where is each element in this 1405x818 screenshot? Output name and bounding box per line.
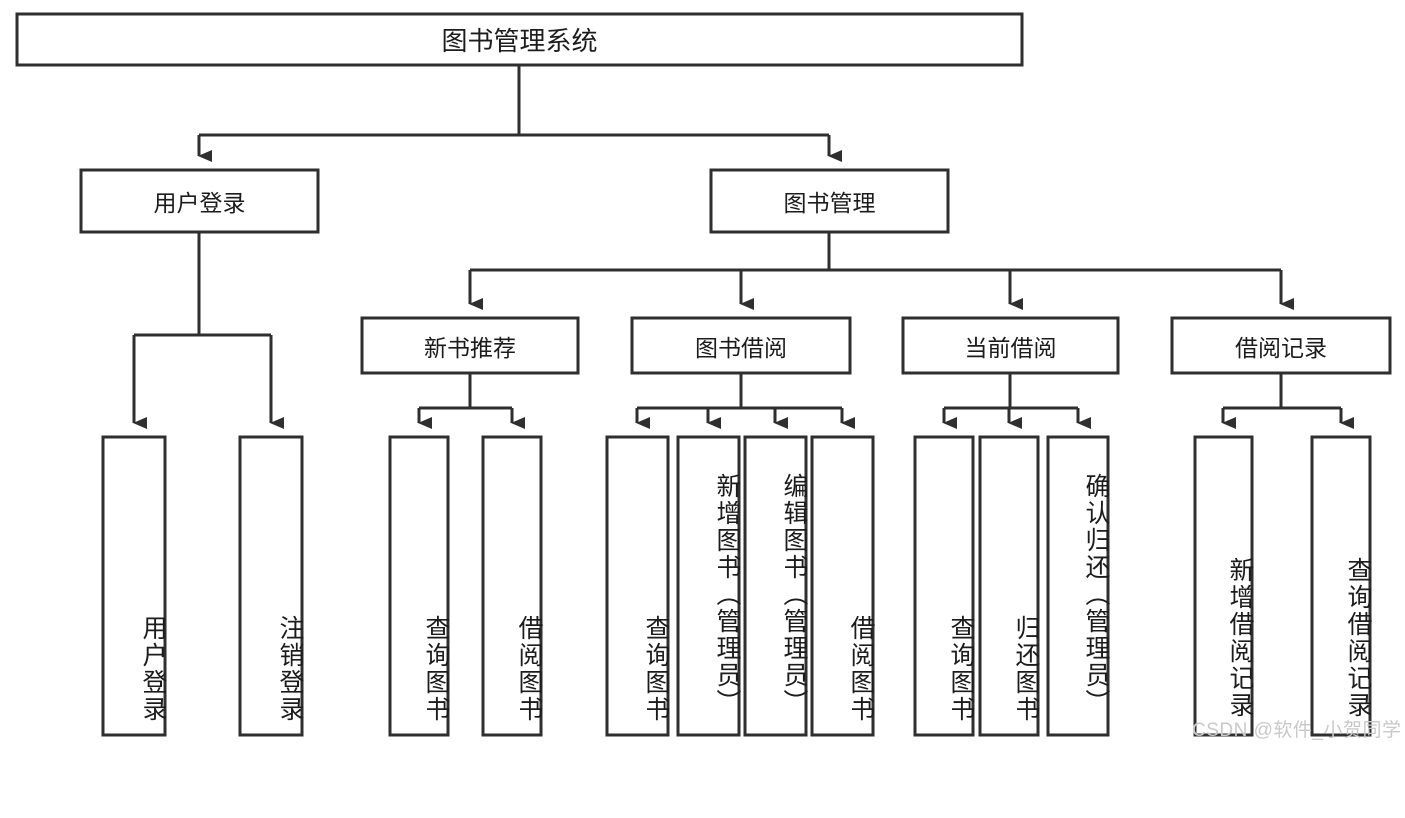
node-new-book-recommend[interactable] (360, 316, 580, 375)
node-book-borrow[interactable] (630, 316, 852, 375)
leaf-query-record[interactable] (1310, 435, 1372, 737)
leaf-logout[interactable] (238, 435, 304, 737)
leaf-return-book[interactable] (978, 435, 1040, 737)
leaf-confirm-return[interactable] (1046, 435, 1110, 737)
node-user-login[interactable] (79, 168, 320, 234)
node-borrow-record[interactable] (1170, 316, 1392, 375)
leaf-query-book-curr[interactable] (913, 435, 975, 737)
leaf-add-record[interactable] (1193, 435, 1254, 737)
node-root[interactable] (15, 12, 1024, 67)
leaf-query-book-borrow[interactable] (605, 435, 670, 737)
node-book-management[interactable] (709, 168, 950, 234)
leaf-user-login[interactable] (101, 435, 167, 737)
leaf-borrow-book[interactable] (810, 435, 875, 737)
node-current-borrow[interactable] (901, 316, 1120, 375)
diagram-canvas (15, 12, 1392, 737)
leaf-borrow-book-new[interactable] (481, 435, 543, 737)
csdn-watermark: CSDN @软件_小贺同学 (1192, 720, 1402, 741)
leaf-query-book-new[interactable] (388, 435, 450, 737)
leaf-edit-book-admin[interactable] (743, 435, 808, 737)
diagram-root: 图书管理系统 用户登录 图书管理 新书推荐 图书借阅 当前借阅 借阅记录 用户登… (15, 12, 1402, 741)
leaf-add-book-admin[interactable] (676, 435, 741, 737)
